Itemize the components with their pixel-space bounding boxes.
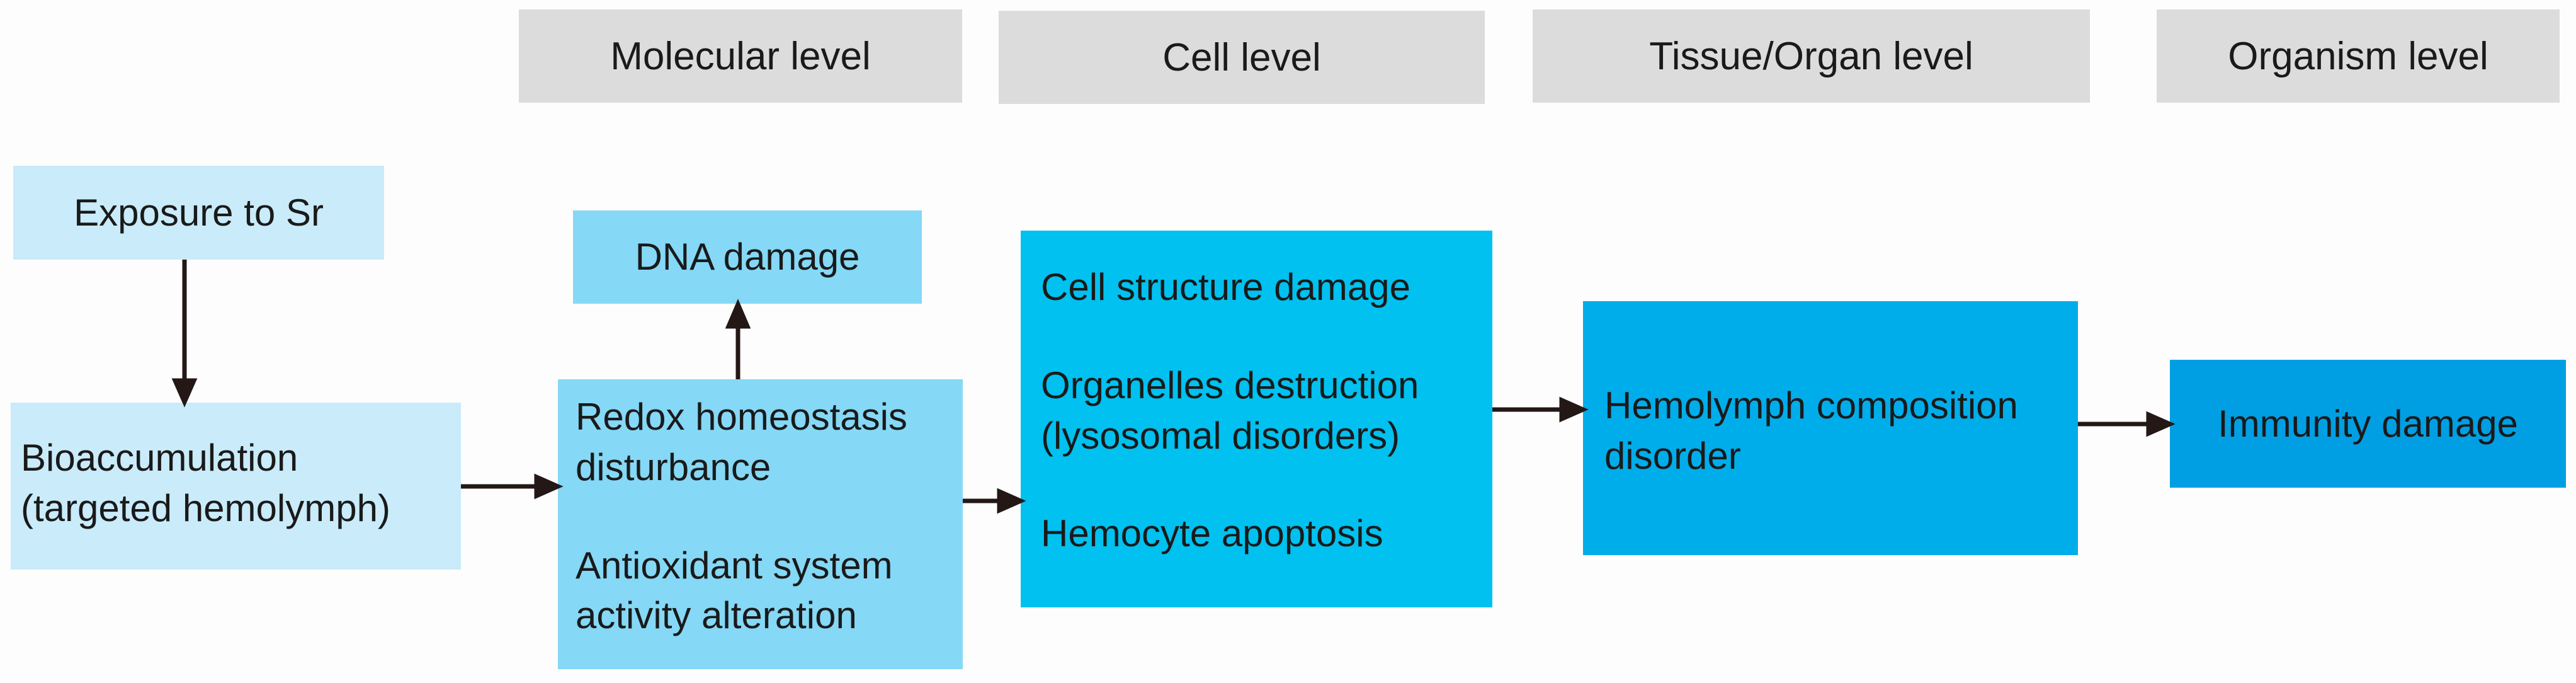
dna-damage-label: DNA damage [635,236,860,278]
exposure-box: Exposure to Sr [13,166,384,260]
bioaccumulation-line-1: Bioaccumulation [21,437,298,479]
organism-level-header: Organism level [2157,9,2560,103]
dna-damage-box: DNA damage [573,210,922,304]
immunity-box: Immunity damage [2170,360,2566,488]
bioaccumulation-line-2: (targeted hemolymph) [21,486,390,529]
tissue-organ-level-header: Tissue/Organ level [1533,9,2090,103]
cell-structure-label: Cell structure damage [1041,266,1410,308]
hemolymph-line-2: disorder [1604,434,1741,477]
immunity-label: Immunity damage [2218,402,2518,445]
arrow-exposure-to-bioaccumulation [171,260,198,408]
organelles-line-2: (lysosomal disorders) [1041,414,1400,457]
organelles-line-1: Organelles destruction [1041,364,1419,406]
antioxidant-line-1: Antioxidant system [576,544,893,587]
cell-effects-box: Cell structure damage Organelles destruc… [1021,231,1492,607]
bioaccumulation-box: Bioaccumulation (targeted hemolymph) [11,403,461,570]
cell-level-header: Cell level [999,11,1485,104]
hemolymph-box: Hemolymph composition disorder [1583,301,2078,555]
redox-line-1: Redox homeostasis [576,396,907,438]
hemocyte-label: Hemocyte apoptosis [1041,512,1383,555]
redox-line-2: disturbance [576,445,771,488]
arrow-redox-to-dna-damage [725,299,751,379]
molecular-effects-box: Redox homeostasis disturbance Antioxidan… [558,379,963,669]
arrow-bioaccumulation-to-molecular [461,473,564,500]
arrow-cell-to-hemolymph [1492,396,1589,423]
hemolymph-line-1: Hemolymph composition [1604,384,2018,427]
arrow-hemolymph-to-immunity [2078,411,2176,437]
molecular-level-header: Molecular level [519,9,962,103]
arrow-molecular-to-cell [963,488,1026,514]
antioxidant-line-2: activity alteration [576,594,857,637]
exposure-label: Exposure to Sr [74,191,324,234]
